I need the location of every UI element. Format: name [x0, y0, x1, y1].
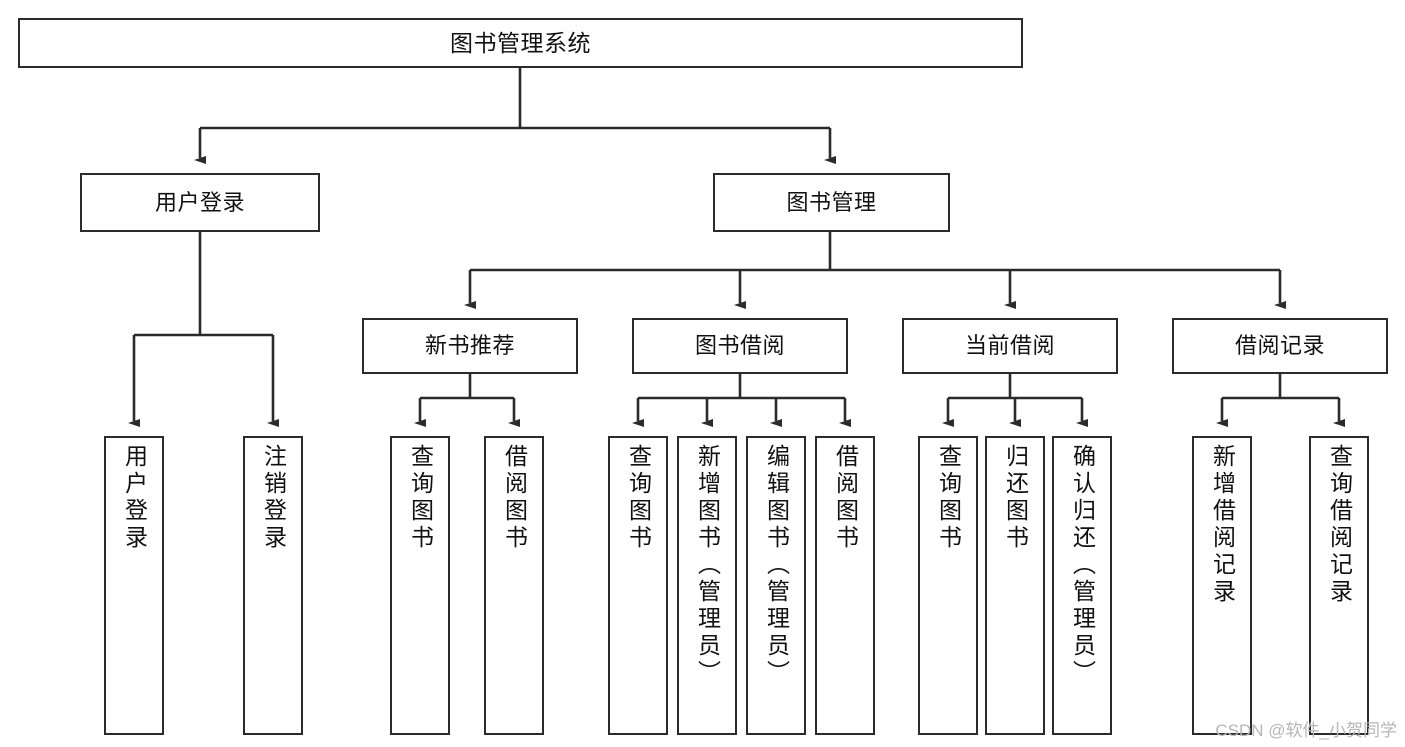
leaf-borrow-borrow-book[interactable]: 借阅图书 — [815, 436, 875, 735]
leaf-current-query-book[interactable]: 查询图书 — [918, 436, 978, 735]
leaf-new-book-borrow[interactable]: 借阅图书 — [484, 436, 544, 735]
node-book-borrow[interactable]: 图书借阅 — [632, 318, 848, 374]
leaf-record-add[interactable]: 新增借阅记录 — [1192, 436, 1252, 735]
node-label: 借阅图书 — [832, 444, 859, 552]
node-label: 新书推荐 — [424, 333, 515, 359]
watermark-text: CSDN @软件_小贺同学 — [1215, 721, 1397, 740]
leaf-user-login-login[interactable]: 用户登录 — [104, 436, 164, 735]
node-new-book-recommend[interactable]: 新书推荐 — [362, 318, 578, 374]
node-label: 新增图书（管理员） — [694, 444, 721, 687]
node-book-management[interactable]: 图书管理 — [713, 173, 950, 232]
node-label: 当前借阅 — [964, 333, 1055, 359]
leaf-current-return-book[interactable]: 归还图书 — [985, 436, 1045, 735]
node-label: 图书管理系统 — [450, 29, 591, 56]
leaf-user-login-logout[interactable]: 注销登录 — [243, 436, 303, 735]
node-label: 借阅记录 — [1234, 333, 1325, 359]
node-label: 用户登录 — [121, 444, 148, 552]
node-label: 查询图书 — [407, 444, 434, 552]
node-label: 图书管理 — [786, 189, 877, 215]
node-label: 新增借阅记录 — [1209, 444, 1236, 606]
leaf-borrow-add-book[interactable]: 新增图书（管理员） — [677, 436, 737, 735]
node-label: 图书借阅 — [694, 333, 785, 359]
node-root-system[interactable]: 图书管理系统 — [18, 18, 1023, 68]
node-label: 注销登录 — [260, 444, 287, 552]
leaf-new-book-query[interactable]: 查询图书 — [390, 436, 450, 735]
node-label: 查询图书 — [625, 444, 652, 552]
leaf-borrow-query-book[interactable]: 查询图书 — [608, 436, 668, 735]
leaf-record-query[interactable]: 查询借阅记录 — [1309, 436, 1369, 735]
node-label: 确认归还（管理员） — [1069, 444, 1096, 687]
node-borrow-record[interactable]: 借阅记录 — [1172, 318, 1388, 374]
node-label: 借阅图书 — [501, 444, 528, 552]
node-label: 查询借阅记录 — [1326, 444, 1353, 606]
node-label: 用户登录 — [154, 189, 245, 215]
node-user-login[interactable]: 用户登录 — [80, 173, 320, 232]
leaf-borrow-edit-book[interactable]: 编辑图书（管理员） — [746, 436, 806, 735]
node-label: 归还图书 — [1002, 444, 1029, 552]
node-label: 编辑图书（管理员） — [763, 444, 790, 687]
node-current-borrow[interactable]: 当前借阅 — [902, 318, 1118, 374]
node-label: 查询图书 — [935, 444, 962, 552]
leaf-current-confirm-return[interactable]: 确认归还（管理员） — [1052, 436, 1112, 735]
